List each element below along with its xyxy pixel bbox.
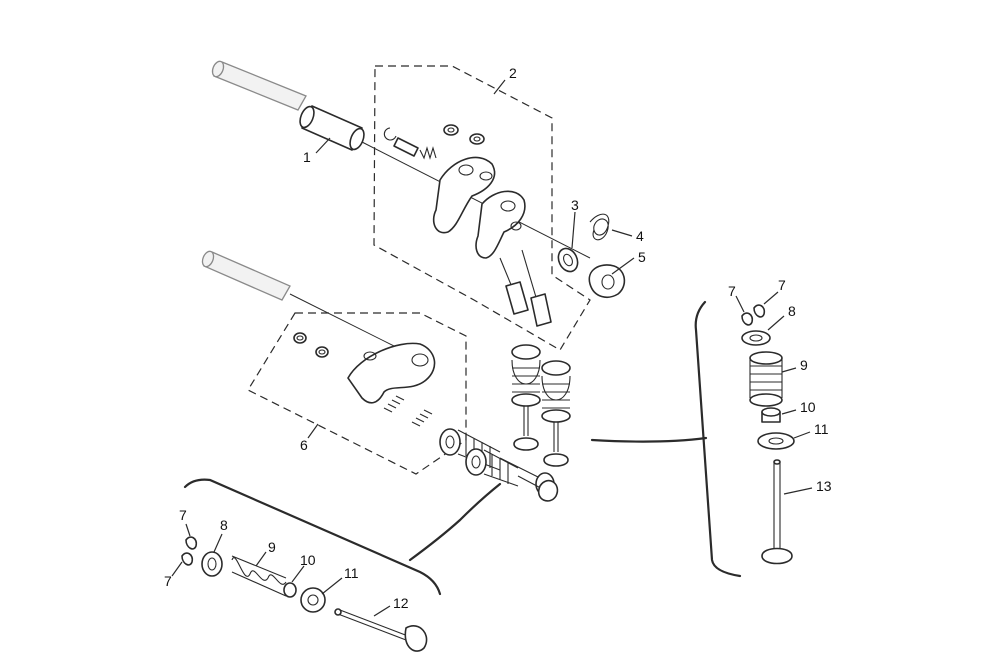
callout-bottom-7b: 7	[164, 573, 172, 589]
callout-bottom-12: 12	[393, 595, 409, 611]
callout-5: 5	[638, 249, 646, 265]
callout-labels: 1 2 3 4 5 6 7 7 8 9 10 11 13 7 7 8 9 10 …	[164, 65, 832, 611]
callout-bottom-10: 10	[300, 552, 316, 568]
bottom-exploded-parts	[181, 536, 428, 652]
spring-4	[589, 213, 610, 241]
right-exploded-parts	[741, 304, 795, 565]
callout-2: 2	[509, 65, 517, 81]
callout-bottom-7a: 7	[179, 507, 187, 523]
exploded-bracket-right	[590, 300, 742, 578]
rocker-arm-assembly-lower	[293, 332, 436, 427]
callout-3: 3	[571, 197, 579, 213]
callout-bottom-9: 9	[268, 539, 276, 555]
callout-4: 4	[636, 228, 644, 244]
callout-right-13: 13	[816, 478, 832, 494]
callout-bottom-8: 8	[220, 517, 228, 533]
cam-5	[588, 264, 626, 298]
callout-1: 1	[303, 149, 311, 165]
group-6-boundary	[247, 312, 467, 475]
callout-right-7a: 7	[728, 283, 736, 299]
rocker-arm-assembly-upper	[383, 124, 552, 327]
valve-assembly-vertical-2	[541, 360, 571, 467]
callout-right-11: 11	[814, 421, 829, 437]
callout-right-8: 8	[788, 303, 796, 319]
valve-assembly-vertical-1	[511, 344, 541, 451]
callout-right-10: 10	[800, 399, 816, 415]
small-spring-icon	[419, 146, 437, 160]
callout-right-7b: 7	[778, 277, 786, 293]
callout-right-9: 9	[800, 357, 808, 373]
exploded-bracket-bottom	[183, 478, 502, 596]
rocker-shaft-lower	[201, 250, 403, 351]
leader-lines	[171, 79, 813, 617]
callout-6: 6	[300, 437, 308, 453]
washer-3	[557, 247, 579, 273]
rocker-shaft-upper	[211, 60, 591, 259]
callout-bottom-11: 11	[344, 565, 359, 581]
valve-assembly-horizontal-2	[465, 448, 559, 502]
group-2-boundary	[373, 65, 591, 351]
